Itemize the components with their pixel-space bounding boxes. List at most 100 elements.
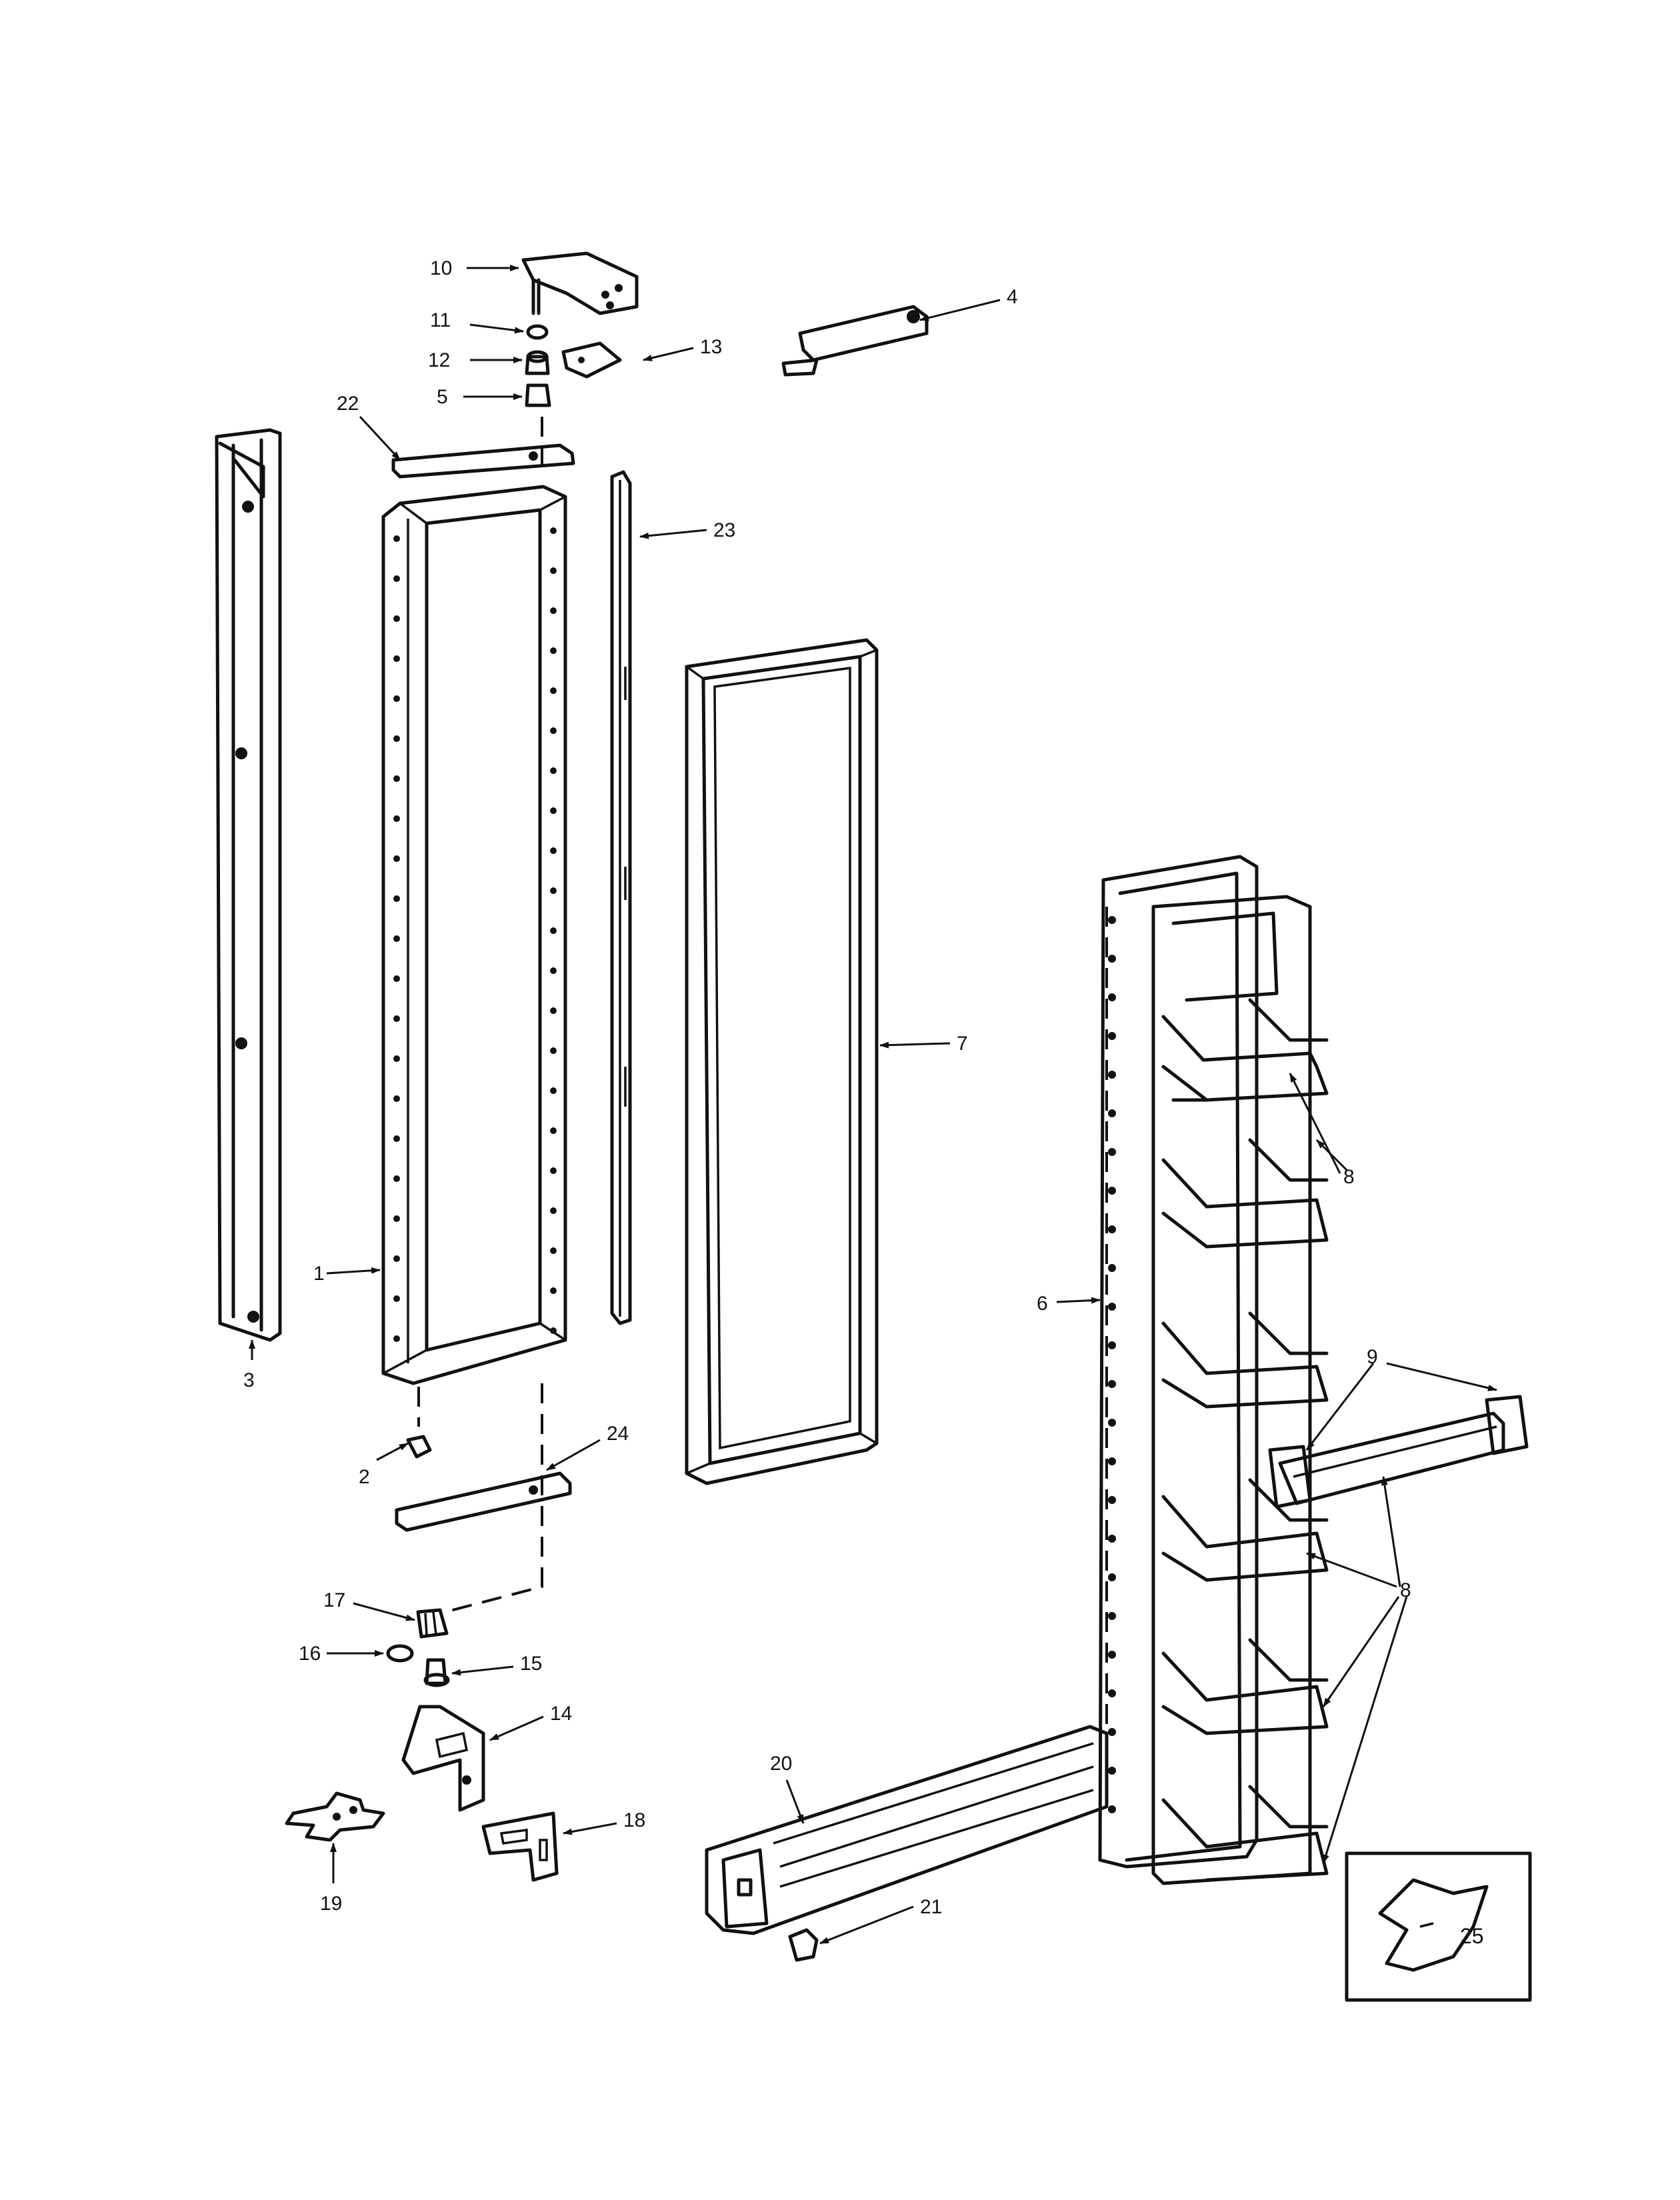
frame-screw-hole [550, 527, 557, 534]
callout-2: 2 [359, 1466, 370, 1488]
frame-screw-hole [393, 1095, 400, 1102]
part-11-washer [526, 324, 549, 340]
part-1-door-liner-frame [381, 485, 567, 1385]
callout-11: 11 [430, 309, 451, 331]
part-16-washer [386, 1644, 414, 1663]
panel-screw-hole [1108, 1767, 1116, 1775]
callout-22: 22 [337, 393, 359, 415]
frame-screw-hole [550, 1247, 557, 1254]
part-15-hinge-pin [423, 1658, 450, 1687]
panel-screw-hole [1108, 1303, 1116, 1311]
panel-screw-hole [1108, 1496, 1116, 1504]
frame-screw-hole [550, 847, 557, 854]
part-2-nut [406, 1435, 432, 1459]
panel-screw-hole [1108, 1071, 1116, 1079]
door-shelves [1161, 998, 1329, 1882]
callout-labels: 10 11 12 5 13 4 22 23 7 1 3 6 8 9 8 24 2… [243, 257, 1484, 1948]
frame-screw-hole [550, 647, 557, 654]
callout-6: 6 [1037, 1293, 1048, 1315]
panel-screw-hole [1108, 1651, 1116, 1659]
callout-9: 9 [1367, 1346, 1378, 1368]
frame-screw-hole [550, 727, 557, 734]
panel-screw-hole [1108, 1341, 1116, 1349]
assembly-guide-lines [417, 417, 1108, 1753]
callout-15: 15 [520, 1653, 542, 1675]
frame-screw-hole [393, 935, 400, 942]
frame-screw-hole [393, 1335, 400, 1342]
panel-screw-hole [1108, 1109, 1116, 1117]
frame-screw-hole [393, 615, 400, 622]
frame-screw-hole [393, 575, 400, 582]
frame-screw-hole [393, 535, 400, 542]
frame-screw-hole [393, 775, 400, 782]
frame-screw-hole [550, 1007, 557, 1014]
frame-screw-hole [393, 1055, 400, 1062]
part-18-bracket [481, 1811, 559, 1882]
frame-screw-hole [393, 1135, 400, 1142]
callout-8-lower: 8 [1400, 1579, 1411, 1601]
frame-screw-hole [393, 735, 400, 742]
part-7-door-gasket [685, 638, 879, 1485]
part-23-gasket-strip [610, 470, 632, 1325]
part-19-hinge-shim [285, 1791, 385, 1842]
part-22-top-channel [391, 443, 575, 479]
callout-12: 12 [428, 349, 450, 371]
frame-screw-hole [550, 1287, 557, 1294]
part-14-bottom-hinge [401, 1705, 485, 1812]
frame-screw-hole [393, 655, 400, 662]
part-4-door-stop [781, 305, 929, 377]
part-10-top-hinge [521, 251, 639, 315]
frame-screw-hole [550, 1127, 557, 1134]
frame-screw-hole [550, 927, 557, 934]
frame-screw-hole [550, 767, 557, 774]
frame-screw-hole [550, 687, 557, 694]
panel-screw-hole [1108, 993, 1116, 1001]
callout-20: 20 [770, 1753, 792, 1775]
frame-screw-hole [393, 1015, 400, 1022]
panel-screw-hole [1108, 1573, 1116, 1581]
panel-screw-hole [1108, 1689, 1116, 1697]
callout-14: 14 [550, 1703, 572, 1725]
part-12-bushing [525, 350, 550, 375]
callout-7: 7 [957, 1033, 968, 1055]
callout-25: 25 [1460, 1924, 1484, 1948]
callout-19: 19 [320, 1893, 342, 1915]
frame-screw-hole [550, 1167, 557, 1174]
panel-screw-hole [1108, 1457, 1116, 1465]
frame-screw-hole [550, 807, 557, 814]
panel-screw-hole [1108, 955, 1116, 963]
callout-17: 17 [323, 1589, 345, 1611]
frame-screw-hole [550, 1087, 557, 1094]
callout-21: 21 [920, 1896, 942, 1918]
part-13-shim-plate [561, 341, 622, 379]
callout-8-upper: 8 [1343, 1166, 1355, 1188]
panel-screw-hole [1108, 1535, 1116, 1543]
frame-screw-hole [393, 1215, 400, 1222]
part-24-bottom-channel [395, 1471, 572, 1532]
panel-screw-hole [1108, 1264, 1116, 1272]
frame-screw-hole [393, 1175, 400, 1182]
frame-screw-hole [550, 607, 557, 614]
part-25-inset-box [1345, 1851, 1532, 2002]
frame-screw-hole [550, 1047, 557, 1054]
part-3-door-side-strip [215, 428, 282, 1342]
frame-screw-hole [550, 1327, 557, 1334]
panel-screw-hole [1108, 1148, 1116, 1156]
panel-screw-hole [1108, 1225, 1116, 1233]
frame-screw-hole [393, 815, 400, 822]
panel-screw-hole [1108, 1419, 1116, 1427]
frame-screw-hole [550, 567, 557, 574]
frame-screw-hole [550, 887, 557, 894]
callout-23: 23 [713, 519, 735, 541]
frame-screw-hole [393, 855, 400, 862]
part-5-nut [525, 383, 551, 407]
callout-24: 24 [607, 1423, 629, 1445]
frame-screw-hole [550, 967, 557, 974]
callout-3: 3 [243, 1369, 255, 1391]
callout-4: 4 [1007, 286, 1018, 308]
callout-10: 10 [430, 257, 452, 279]
part-20-shelf-rail [705, 1725, 1109, 1935]
panel-screw-hole [1108, 1805, 1116, 1813]
part-6-inner-door-panel [1098, 855, 1329, 1885]
